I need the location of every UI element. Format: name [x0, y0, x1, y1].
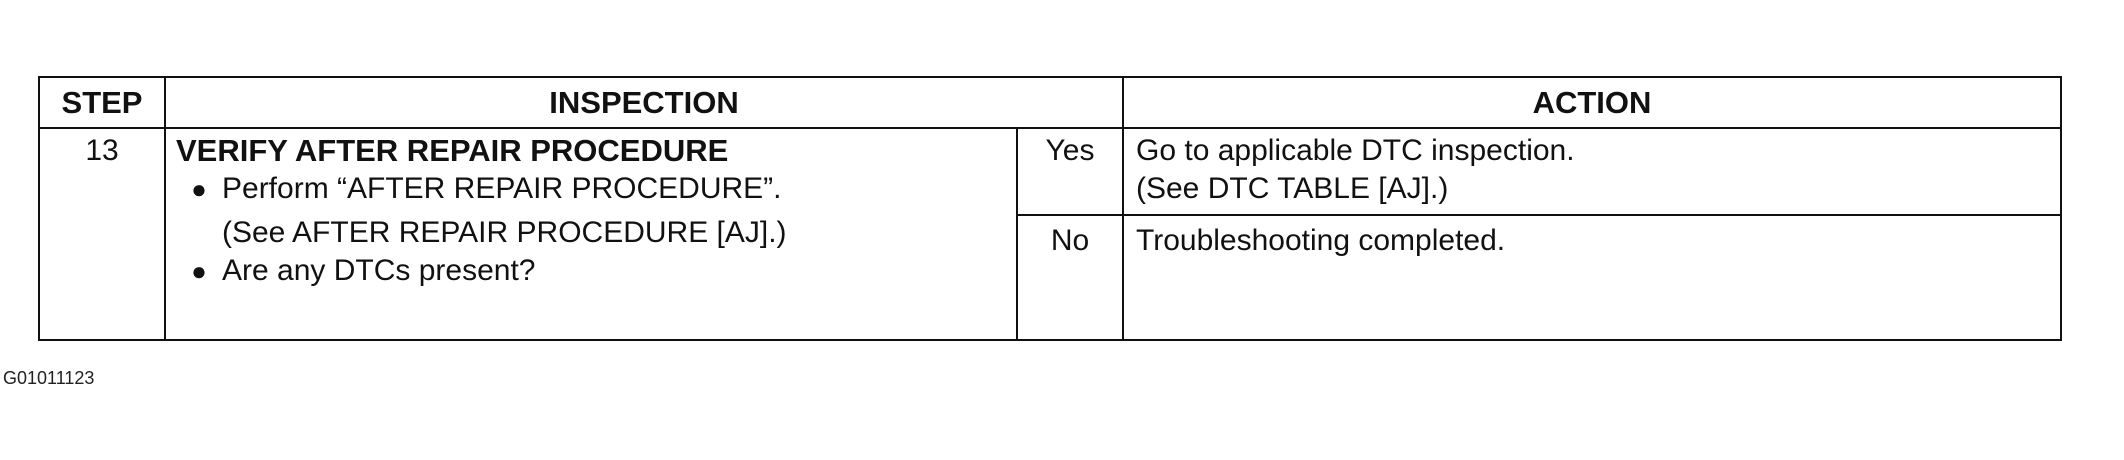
answer-column-divider [1016, 129, 1018, 339]
bullet-icon: ● [191, 256, 207, 286]
figure-code: G01011123 [3, 368, 95, 388]
bullet-text: (See AFTER REPAIR PROCEDURE [AJ].) [222, 216, 787, 249]
yes-action-line: (See DTC TABLE [AJ].) [1136, 172, 1449, 205]
header-divider [40, 127, 2060, 129]
header-step: STEP [61, 85, 143, 120]
no-label: No [1050, 224, 1090, 257]
inspection-content: VERIFY AFTER REPAIR PROCEDURE ● Perform … [176, 132, 1006, 290]
bullet-item: ● Are any DTCs present? [176, 252, 1006, 290]
inspection-title: VERIFY AFTER REPAIR PROCEDURE [176, 133, 729, 168]
header-action: ACTION [1532, 85, 1652, 120]
bullet-continuation: (See AFTER REPAIR PROCEDURE [AJ].) [176, 214, 1006, 252]
bullet-item: ● Perform “AFTER REPAIR PROCEDURE”. [176, 170, 1006, 208]
step-column-divider [164, 78, 166, 339]
bullet-text: Are any DTCs present? [222, 254, 536, 287]
yes-no-divider [1016, 214, 2060, 216]
inspection-table: STEP INSPECTION ACTION 13 VERIFY AFTER R… [38, 76, 2062, 341]
no-action: Troubleshooting completed. [1136, 224, 1506, 257]
bullet-text: Perform “AFTER REPAIR PROCEDURE”. [222, 172, 782, 205]
yes-action: Go to applicable DTC inspection. (See DT… [1136, 132, 2046, 208]
yes-action-line: Go to applicable DTC inspection. [1136, 134, 1575, 167]
action-column-divider [1122, 78, 1124, 339]
yes-label: Yes [1045, 134, 1095, 167]
header-inspection: INSPECTION [549, 85, 739, 120]
bullet-icon: ● [191, 174, 207, 204]
step-number: 13 [85, 134, 119, 167]
